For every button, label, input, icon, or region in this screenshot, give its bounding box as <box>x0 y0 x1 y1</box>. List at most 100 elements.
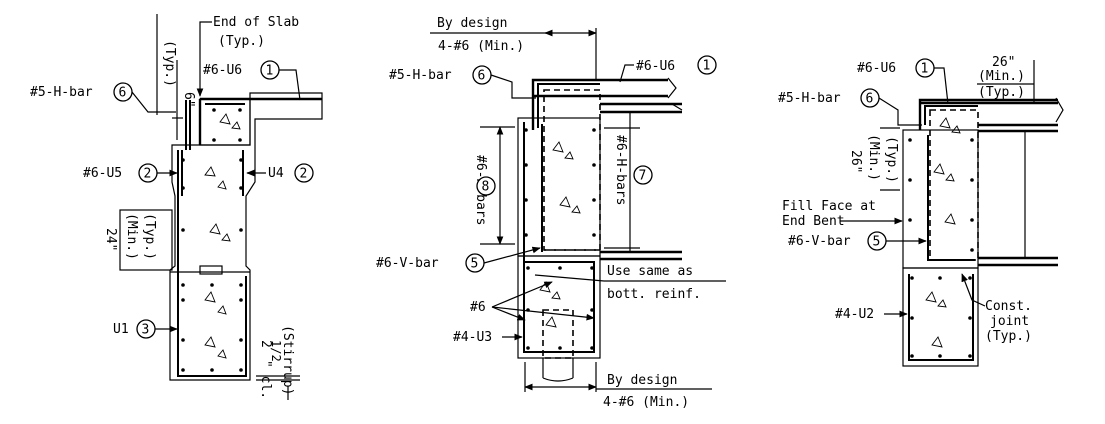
mid-girder-bot <box>600 250 682 261</box>
mid-v-bar-leader <box>483 246 541 264</box>
right-aggregate <box>925 117 961 348</box>
right-typ-top: (Typ.) <box>978 85 1025 100</box>
mid-cap-outline <box>517 117 601 257</box>
right-u6-leader <box>934 67 949 105</box>
left-24-typ: (Typ.) <box>142 213 157 260</box>
left-cl-val: 2 <box>258 340 273 348</box>
right-const-3: (Typ.) <box>985 329 1032 344</box>
left-u1-num: 3 <box>142 323 150 338</box>
right-u2-bar <box>908 274 974 361</box>
mid-min-top: 4-#6 (Min.) <box>438 39 524 54</box>
mid-pile <box>542 358 574 382</box>
left-key <box>199 265 223 275</box>
left-aggregate <box>204 113 241 359</box>
right-26-top: 26" <box>992 55 1015 70</box>
right-const-leader <box>961 273 986 307</box>
left-rebar-dots <box>181 108 243 372</box>
right-u6-num: 1 <box>921 62 929 77</box>
right-slab-break <box>1055 97 1064 123</box>
mid-seat-dashed <box>543 89 601 251</box>
left-h-bar-num: 6 <box>119 86 127 101</box>
left-u1-label: U1 <box>113 322 129 337</box>
left-six-inch: 6" <box>181 92 196 108</box>
right-detail: 26" (Min.) (Typ.) #6-U6 1 <box>778 55 1064 367</box>
right-min-side: (Min.) <box>866 134 881 181</box>
left-u4-circle <box>294 163 314 183</box>
left-end-of-slab-typ: (Typ.) <box>218 34 265 49</box>
mid-u3-bar <box>523 122 595 353</box>
mid-h-bars-right-label: #6-H-bars <box>613 135 628 205</box>
right-footing-outline <box>902 267 979 367</box>
mid-h-bar-label: #5-H-bar <box>389 68 452 83</box>
left-h-bar-leader <box>131 91 176 113</box>
left-backwall <box>199 98 251 146</box>
left-24-val: 24" <box>103 228 118 251</box>
mid-footing-outline <box>517 255 601 359</box>
left-24-dim-box <box>119 209 173 271</box>
right-u6-bar <box>924 105 978 125</box>
mid-aggregate <box>539 141 581 328</box>
left-h-bars <box>185 100 191 150</box>
right-fill-face-1: Fill Face at <box>782 199 876 214</box>
right-cap-outline <box>902 129 979 269</box>
left-end-of-slab-label: End of Slab <box>213 15 299 30</box>
mid-use-same: Use same as <box>607 264 693 279</box>
left-detail: End of Slab (Typ.) (Typ.) 6" #5-H-bar 6 … <box>30 14 323 400</box>
mid-u6-bar <box>537 83 600 128</box>
left-typ-vertical: (Typ.) <box>162 40 177 87</box>
mid-six-leader-1 <box>491 281 553 308</box>
right-const-2: joint <box>990 314 1029 329</box>
middle-detail: By design 4-#6 (Min.) <box>376 16 726 410</box>
right-girder-top <box>978 123 1058 133</box>
right-girder-bot <box>978 256 1058 267</box>
right-26-side: 26" <box>848 150 863 173</box>
right-const-1: Const. <box>985 299 1032 314</box>
mid-v-bar-num: 5 <box>471 257 479 272</box>
mid-u6-label: #6-U6 <box>636 59 675 74</box>
mid-u6-leader <box>619 64 634 83</box>
mid-girder-top <box>600 102 682 114</box>
mid-v-bar-label: #6-V-bar <box>376 256 439 271</box>
left-u6-num: 1 <box>266 64 274 79</box>
mid-by-design-top: By design <box>437 16 507 31</box>
left-end-of-slab-leader <box>196 21 212 97</box>
left-u5-num: 2 <box>144 167 152 182</box>
left-24-min: (Min.) <box>124 213 139 260</box>
mid-by-design-bot: By design <box>607 373 677 388</box>
mid-u6-circle <box>697 55 717 75</box>
left-u4-num: 2 <box>300 167 308 182</box>
right-v-bar-num: 5 <box>873 235 881 250</box>
right-slab <box>918 98 1058 130</box>
mid-h-bars-left-num: 8 <box>482 180 490 195</box>
left-u6-label: #6-U6 <box>203 63 242 78</box>
right-v-bar <box>927 135 975 261</box>
mid-u6-num: 1 <box>703 59 711 74</box>
right-h-bar-label: #5-H-bar <box>778 91 841 106</box>
left-cap-outline <box>169 92 323 381</box>
mid-rebar-dots <box>524 128 596 350</box>
right-min-top: (Min.) <box>978 69 1025 84</box>
right-v-bar-label: #6-V-bar <box>788 234 851 249</box>
mid-six-label: #6 <box>470 300 486 315</box>
left-cl-frac: 1/2 <box>269 340 283 362</box>
right-u6-label: #6-U6 <box>857 61 896 76</box>
left-u1-bar <box>177 150 247 377</box>
mid-h-bars-left-circle <box>476 176 496 196</box>
mid-use-same-leader <box>534 274 605 282</box>
mid-six-leader-3 <box>491 306 526 321</box>
mid-pile-embed <box>542 309 574 359</box>
right-u2-label: #4-U2 <box>835 307 874 322</box>
mid-h-bar-leader <box>490 74 536 99</box>
left-stirrup: (Stirrup) <box>280 325 295 395</box>
right-h-bar-num: 6 <box>866 92 874 107</box>
mid-bott-reinf: bott. reinf. <box>607 287 701 302</box>
left-u6-leader <box>279 69 301 101</box>
left-u5-label: #6-U5 <box>83 166 122 181</box>
right-rebar-dots <box>908 138 974 358</box>
right-typ-side: (Typ.) <box>884 136 899 183</box>
left-h-bar-label: #5-H-bar <box>30 85 93 100</box>
mid-u3-label: #4-U3 <box>453 330 492 345</box>
mid-min-bot: 4-#6 (Min.) <box>603 395 689 410</box>
right-fill-face-2: End Bent <box>782 214 845 229</box>
